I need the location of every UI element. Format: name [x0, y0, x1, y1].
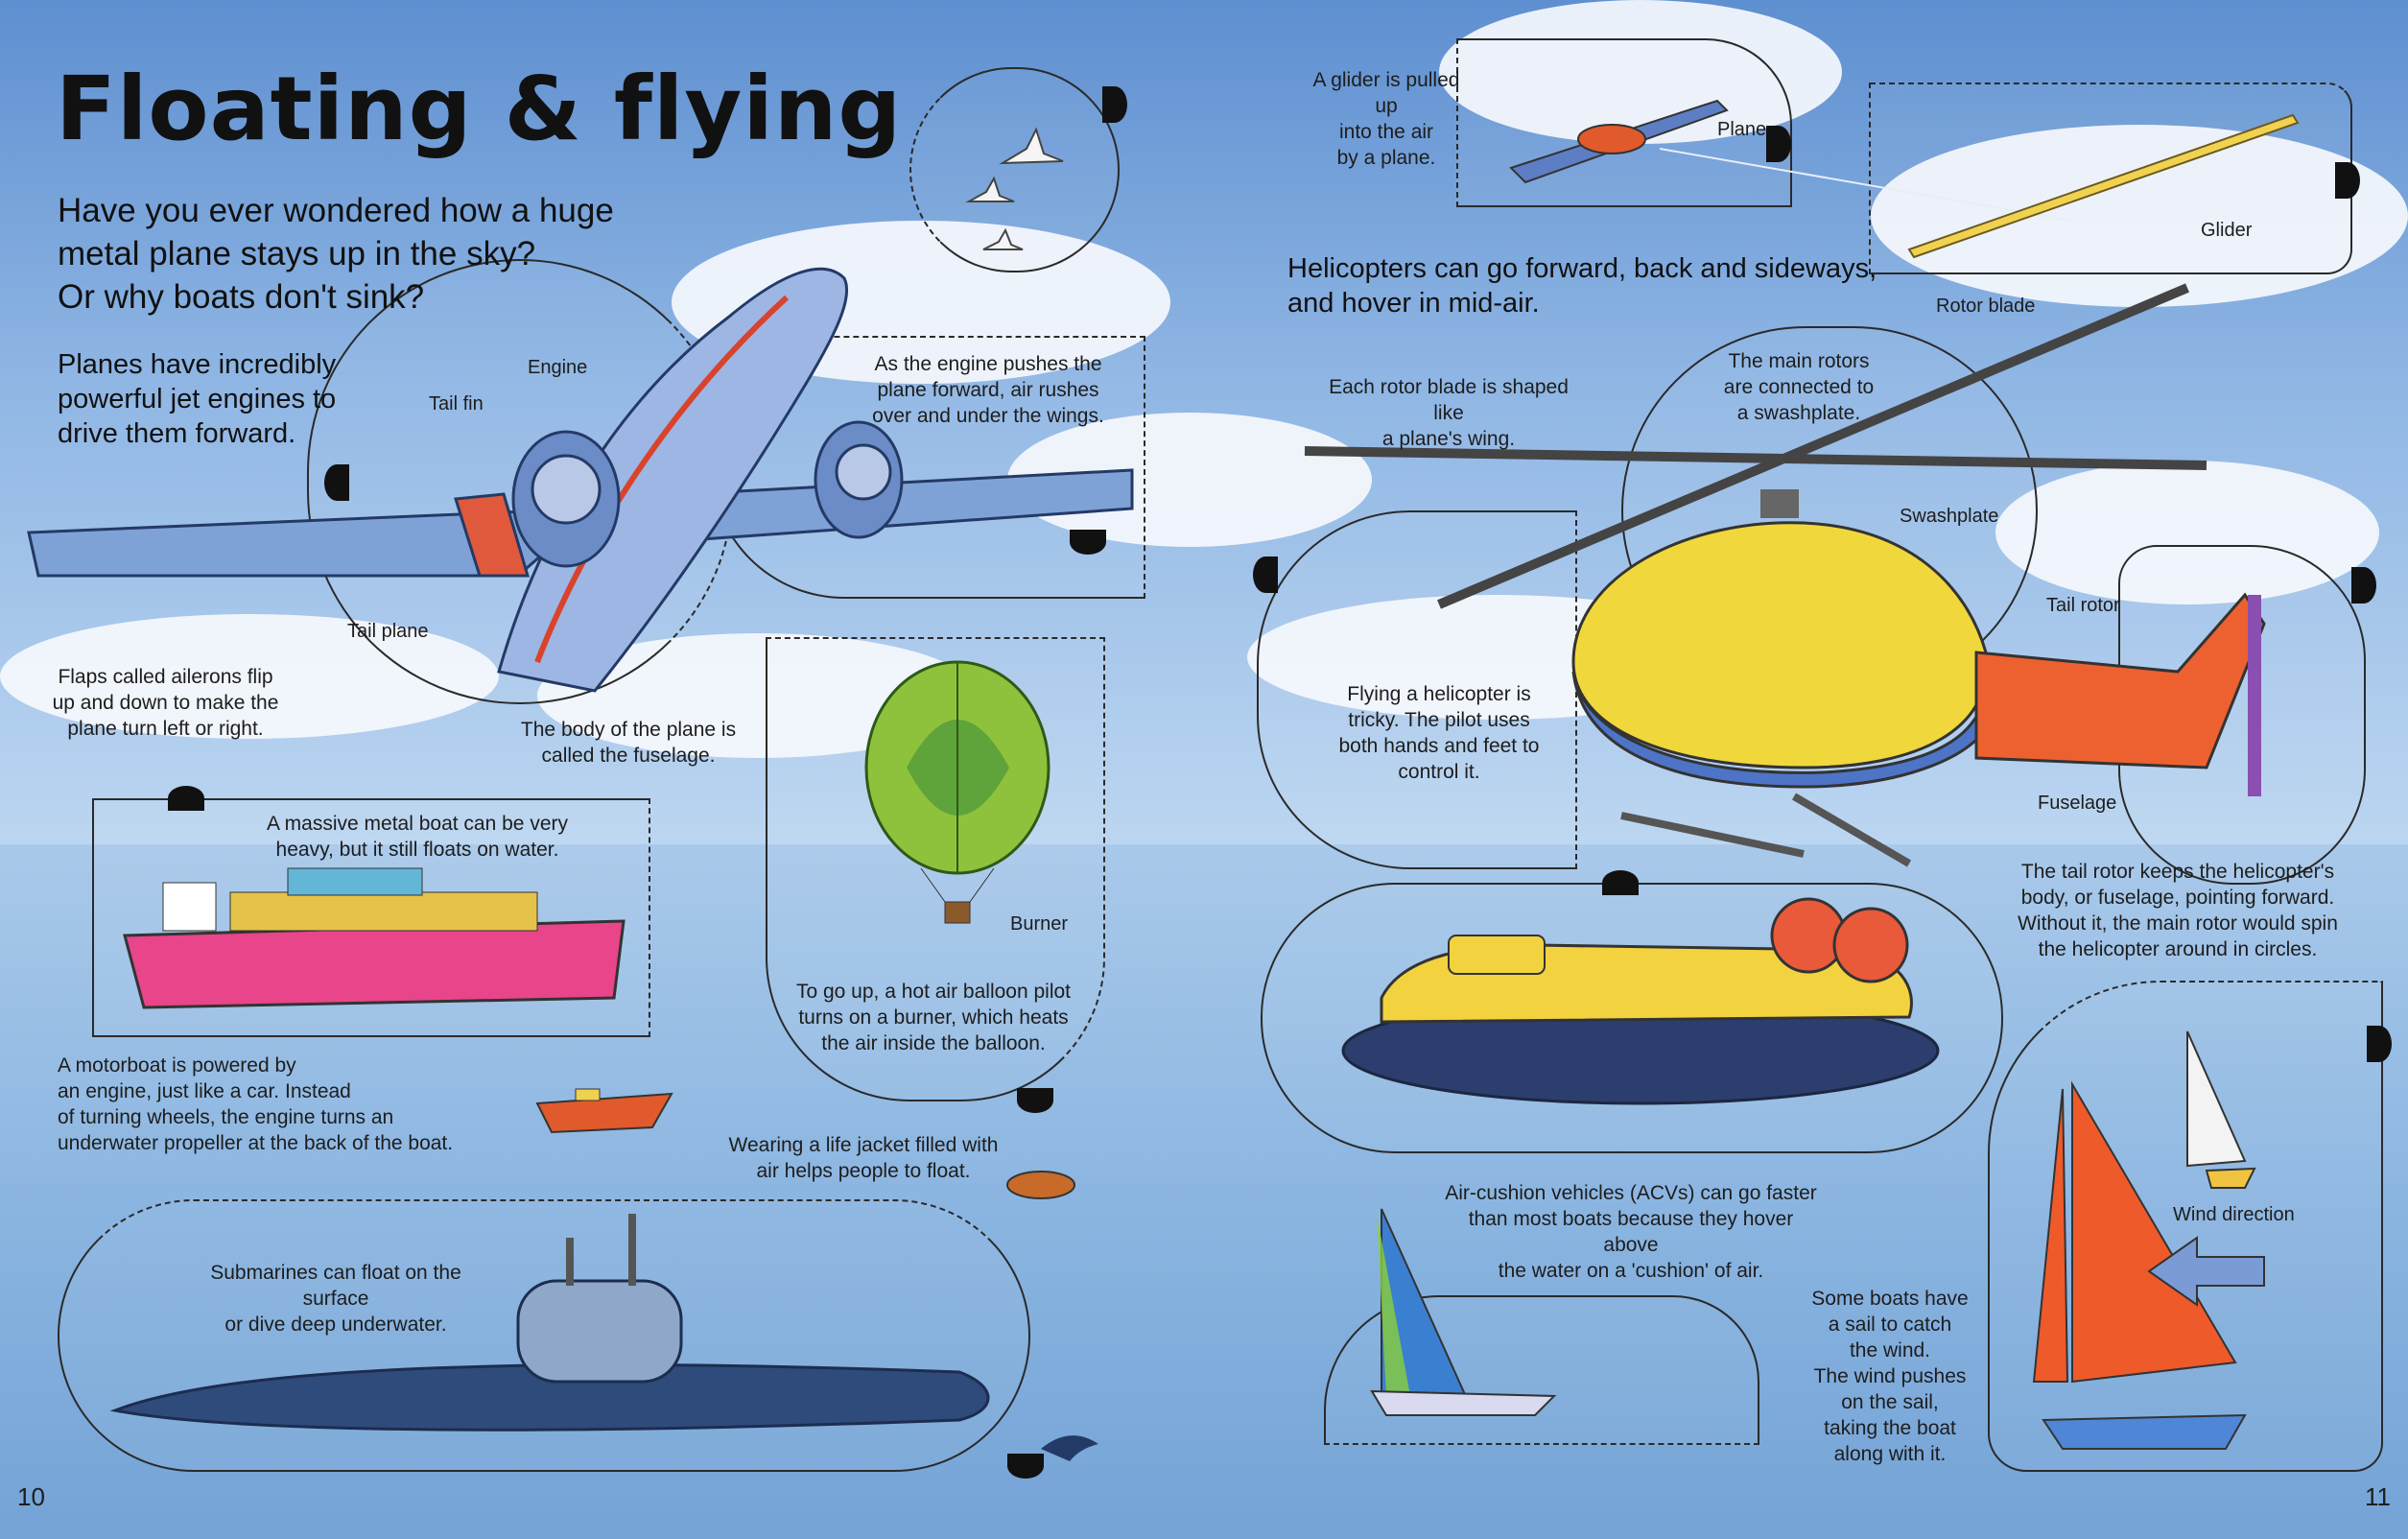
dolphin	[1041, 1435, 1098, 1461]
swashplate-note: The main rotors are connected to a swash…	[1723, 350, 1875, 424]
pilot-note: Flying a helicopter is tricky. The pilot…	[1338, 683, 1540, 783]
fuselage-label: Fuselage	[2038, 793, 2117, 814]
burner-label: Burner	[1010, 913, 1069, 935]
lift-flap-birds[interactable]	[909, 67, 1120, 272]
motorboat-note: A motorboat is powered by an engine, jus…	[58, 1054, 454, 1154]
submarine	[109, 1214, 990, 1432]
flap-tab[interactable]	[1602, 870, 1639, 895]
airplane	[27, 267, 1134, 693]
lifejacket-note: Wearing a life jacket filled with air he…	[728, 1134, 999, 1182]
sailboat-small	[2186, 1030, 2256, 1189]
planes-text: powerful jet engines to	[58, 384, 337, 414]
flap-tab[interactable]	[168, 786, 204, 811]
tail-rotor-note: The tail rotor keeps the helicopter's bo…	[2018, 861, 2338, 960]
helicopter-intro: and hover in mid-air.	[1287, 288, 1540, 319]
fuselage-note: The body of the plane is called the fuse…	[520, 719, 737, 767]
lift-flap-glider-plane[interactable]	[1456, 38, 1792, 207]
intro-line: Have you ever wondered how a huge	[58, 192, 614, 229]
sailboat-large	[2032, 1080, 2247, 1450]
birds	[965, 127, 1064, 250]
page-number-left: 10	[17, 1482, 45, 1511]
acv-note: Air-cushion vehicles (ACVs) can go faste…	[1445, 1182, 1817, 1282]
helicopter-intro: Helicopters can go forward, back and sid…	[1287, 253, 1877, 284]
engine-label: Engine	[528, 357, 588, 378]
tow-rope	[1659, 148, 2073, 222]
tail-rotor-label: Tail rotor	[2046, 595, 2120, 616]
wind-arrow	[2147, 1236, 2265, 1307]
tow-plane	[1509, 99, 1729, 184]
submarine-note: Submarines can float on the surface or d…	[210, 1262, 461, 1336]
glider-label: Glider	[2201, 220, 2253, 241]
ship-note: A massive metal boat can be very heavy, …	[267, 813, 568, 861]
page-title: Floating & flying	[56, 58, 903, 160]
engine-note: As the engine pushes the plane forward, …	[872, 353, 1104, 427]
rotor-note: Each rotor blade is shaped like a plane'…	[1329, 376, 1569, 450]
hovercraft	[1341, 897, 1940, 1105]
dinghy	[1370, 1208, 1557, 1416]
rowboat	[1006, 1171, 1075, 1199]
planes-text: drive them forward.	[58, 418, 296, 449]
tail-plane-label: Tail plane	[347, 621, 429, 642]
intro-line: metal plane stays up in the sky?	[58, 235, 536, 272]
cloud	[1871, 125, 2408, 307]
glider	[1907, 113, 2300, 259]
helicopter	[1304, 283, 2266, 867]
motorboat	[535, 1088, 673, 1134]
hot-air-balloon	[864, 660, 1051, 924]
glider-note: A glider is pulled up into the air by a …	[1312, 69, 1460, 169]
plane-label: Plane	[1717, 119, 1767, 140]
rotor-blade-label: Rotor blade	[1936, 296, 2036, 317]
intro-line: Or why boats don't sink?	[58, 278, 425, 316]
tail-fin-label: Tail fin	[429, 393, 484, 414]
sail-note: Some boats have a sail to catch the wind…	[1811, 1288, 1969, 1465]
wind-direction-label: Wind direction	[2173, 1204, 2295, 1225]
balloon-note: To go up, a hot air balloon pilot turns …	[795, 981, 1072, 1054]
swashplate-label: Swashplate	[1900, 506, 1999, 527]
container-ship	[123, 867, 626, 1009]
planes-text: Planes have incredibly	[58, 349, 337, 380]
page-number-right: 11	[2365, 1482, 2391, 1511]
ailerons-note: Flaps called ailerons flip up and down t…	[52, 666, 279, 740]
